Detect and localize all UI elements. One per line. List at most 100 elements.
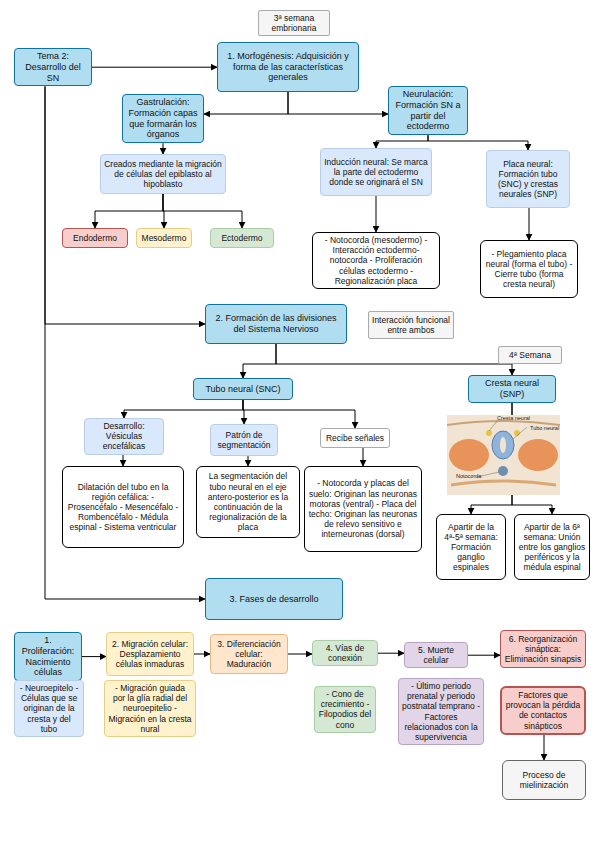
neural-tube-shape [492,431,514,459]
connector-arrow [194,654,210,655]
node-text: Desarrollo: Vésiculas encefálicas [88,421,160,452]
concept-box: Patrón de segmentación [210,424,278,456]
concept-box: - Último periodo prenatal y periodo post… [398,678,484,745]
node-text: - Notocorda (mesodermo) - Interacción ec… [316,235,436,286]
concept-box: 3. Diferenciación celular: Maduración [210,634,288,674]
connector-arrow [248,456,249,466]
somite-shape [518,439,558,471]
concept-box: Placa neural: Formación tubo (SNC) y cre… [486,150,570,208]
concept-box: Ectodermo [210,228,274,248]
node-text: - Migración guiada por la glía radial de… [108,683,192,734]
concept-box: Mesodermo [136,228,192,248]
connector-arrow [276,344,512,375]
concept-box: - Migración guiada por la glía radial de… [104,680,196,737]
node-text: - Notocorda y placas del suelo: Originan… [308,478,418,539]
node-text: Dilatación del tubo en la región cefálic… [66,482,180,533]
concept-box: Neurulación: Formación SN a partir del e… [388,86,468,135]
node-text: Recibe señales [326,433,384,443]
concept-box: - Notocorda (mesodermo) - Interacción ec… [312,232,440,289]
concept-box: - Notocorda y placas del suelo: Originan… [304,466,422,552]
neural-canal [500,437,506,453]
node-text: Placa neural: Formación tubo (SNC) y cre… [490,159,566,200]
leader-line [489,421,497,431]
node-text: Proceso de mielinización [506,770,582,790]
node-text: - Plegamiento placa neural (forma el tub… [484,249,574,290]
connector-arrow [288,92,388,114]
concept-box: 6. Reorganización sináptica: Eliminación… [500,630,586,668]
node-text: Ectodermo [221,233,262,243]
node-text: Creados mediante la migración de células… [104,159,222,190]
concept-box: 5. Muerte celular [404,642,468,668]
node-text: 4ª Semana [509,350,551,360]
connector-arrow [124,400,243,418]
connector-arrow [243,344,276,378]
illustration-label: Cresta neural [497,416,530,422]
concept-box: 1. Proliferación: Nacimiento células [14,632,82,681]
node-text: Interacción funcional entre ambos [372,315,450,335]
illustration-background [447,415,560,495]
concept-box: Gastrulación: Formación capas que formar… [122,94,204,143]
connector-arrow [204,92,288,114]
endoderm-layer [451,481,556,485]
concept-box: Apartir de la 6ª semana: Unión entre los… [514,514,590,580]
node-text: - Neuroepitelo - Células que se originan… [18,683,80,734]
node-text: Endodermo [73,233,117,243]
node-text: 3. Diferenciación celular: Maduración [214,639,284,670]
connector-arrow [376,196,377,232]
concept-box: Inducción neural: Se marca la parte del … [320,148,432,196]
connector-arrow [45,86,205,324]
connector-arrow [163,194,242,228]
connector-arrow [544,735,545,760]
concept-box: 3. Fases de desarrollo [205,578,343,620]
node-text: 5. Muerte celular [408,645,464,665]
concept-box: Apartir de la 4ª-5ª semana: Formación ga… [436,514,506,580]
concept-box: Creados mediante la migración de células… [100,154,226,194]
concept-box: Factores que provocan la pérdida de cont… [500,686,586,735]
concept-box: 4. Vías de conexión [312,640,378,666]
node-text: Tema 2: Desarrollo del SN [18,51,88,83]
concept-box: Proceso de mielinización [502,760,586,800]
connector-arrow [95,194,163,228]
node-text: Apartir de la 6ª semana: Unión entre los… [518,522,586,573]
connector-arrow [363,448,364,466]
connector-arrow [82,656,106,657]
connector-arrow [376,135,428,148]
leader-line [513,427,527,439]
connector-arrow [529,208,530,240]
node-text: 1. Proliferación: Nacimiento células [18,635,78,678]
node-text: 3. Fases de desarrollo [229,594,318,605]
concept-box: - Neuroepitelo - Células que se originan… [14,680,84,737]
concept-box: Dilatación del tubo en la región cefálic… [62,466,184,548]
node-text: La segmentación del tubo neural en el ej… [200,471,296,532]
node-text: Gastrulación: Formación capas que formar… [126,97,200,140]
concept-box: Desarrollo: Vésiculas encefálicas [84,418,164,455]
node-text: 2. Formación de las divisiones del Siste… [209,313,343,335]
neural-crest-cell [514,430,520,436]
illustration-label: Tubo neural [530,426,559,432]
notochord-shape [498,466,508,476]
node-text: - Cono de crecimiento - Filopodios del c… [318,689,372,730]
connector-arrow [92,67,217,68]
concept-box: Endodermo [62,228,128,248]
node-text: Cresta neural (SNP) [472,378,552,400]
concept-box: Tema 2: Desarrollo del SN [14,48,92,86]
somite-shape [449,439,489,471]
node-text: Apartir de la 4ª-5ª semana: Formación ga… [440,522,502,573]
node-text: 4. Vías de conexión [316,643,374,663]
node-text: - Último periodo prenatal y periodo post… [402,681,480,742]
concept-box: La segmentación del tubo neural en el ej… [196,466,300,538]
node-text: 1. Morfogénesis: Adquisición y forma de … [221,51,355,83]
node-text: Neurulación: Formación SN a partir del e… [392,89,464,132]
illustration-label: Notocorda [456,474,481,480]
concept-box: - Plegamiento placa neural (forma el tub… [480,240,578,298]
node-text: 6. Reorganización sináptica: Eliminación… [504,634,582,665]
concept-box: 4ª Semana [498,346,562,364]
concept-box: - Cono de crecimiento - Filopodios del c… [314,686,376,733]
connector-arrow [468,655,500,656]
connector-arrow [428,135,528,150]
node-text: Mesodermo [142,233,187,243]
concept-box: Cresta neural (SNP) [468,375,556,403]
concept-box: 2. Formación de las divisiones del Siste… [205,304,347,344]
concept-box: 1. Morfogénesis: Adquisición y forma de … [217,42,359,92]
